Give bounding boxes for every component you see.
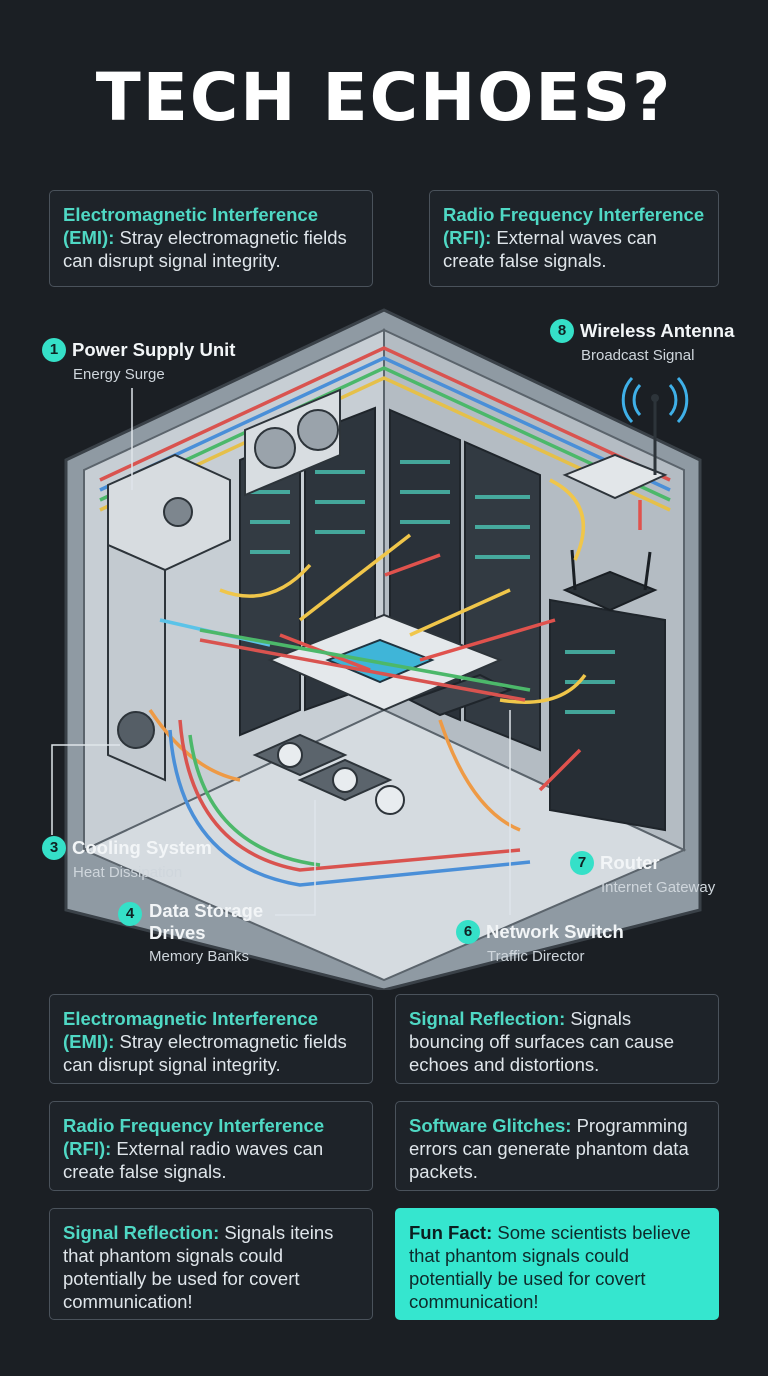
info-card-software-glitches: Software Glitches: Programming errors ca… bbox=[395, 1101, 719, 1191]
arrow-yellow bbox=[409, 588, 511, 637]
rack-4 bbox=[464, 440, 541, 752]
info-card-signal-reflection: Signal Reflection: Signals bouncing off … bbox=[395, 994, 719, 1084]
fun-fact-card: Fun Fact: Some scientists believe that p… bbox=[395, 1208, 719, 1320]
component-subtitle: Energy Surge bbox=[73, 366, 165, 383]
leader-lines bbox=[51, 388, 511, 916]
component-subtitle: Traffic Director bbox=[487, 948, 585, 965]
floor-cable-red bbox=[178, 719, 521, 872]
floor-cable-orange bbox=[438, 719, 521, 832]
label-power-supply-unit: 1 Power Supply Unit Energy Surge bbox=[42, 338, 235, 383]
arrow-red bbox=[538, 748, 582, 792]
floor-cable-green bbox=[188, 734, 321, 867]
info-card-emi-top: Electromagnetic Interference (EMI): Stra… bbox=[49, 190, 373, 287]
badge-number: 4 bbox=[118, 902, 142, 926]
card-heading: Signal Reflection: bbox=[409, 1008, 566, 1029]
badge-number: 6 bbox=[456, 920, 480, 944]
server-room-diagram: 1 Power Supply Unit Energy Surge 8 Wireles… bbox=[0, 290, 768, 990]
card-heading: Signal Reflection: bbox=[63, 1222, 220, 1243]
label-network-switch: 6 Network Switch Traffic Director bbox=[456, 920, 624, 965]
component-name: Cooling System bbox=[72, 837, 212, 858]
component-name: Network Switch bbox=[486, 921, 624, 942]
wireless-antenna-device bbox=[562, 394, 668, 500]
rack-leds bbox=[250, 460, 615, 714]
component-subtitle: Memory Banks bbox=[149, 948, 250, 965]
cable-red bbox=[99, 346, 671, 482]
component-subtitle: Broadcast Signal bbox=[581, 347, 695, 364]
card-heading: Radio Frequency Interference (RFI): bbox=[63, 1115, 325, 1159]
badge-number: 7 bbox=[570, 851, 594, 875]
cooling-tower bbox=[107, 543, 166, 782]
card-body: External waves can create false signals. bbox=[443, 227, 657, 271]
cable-green bbox=[99, 366, 671, 502]
component-subtitle: Internet Gateway bbox=[601, 879, 716, 896]
floor-cables bbox=[168, 719, 531, 887]
arrow-red bbox=[419, 618, 556, 662]
wifi-signal-icon bbox=[621, 376, 689, 424]
card-heading: Electromagnetic Interference (EMI): bbox=[63, 1008, 318, 1052]
card-body: Stray electromagnetic fields can disrupt… bbox=[63, 1031, 347, 1075]
component-subtitle: Heat Dissipation bbox=[73, 864, 183, 881]
card-heading: Radio Frequency Interference (RFI): bbox=[443, 204, 705, 248]
info-card-signal-reflection-2: Signal Reflection: Signals iteins that p… bbox=[49, 1208, 373, 1320]
component-name: Router bbox=[600, 852, 660, 873]
arrow-yellow bbox=[219, 563, 312, 598]
leader-cooling bbox=[51, 744, 120, 835]
info-card-rfi-top: Radio Frequency Interference (RFI): Exte… bbox=[429, 190, 719, 287]
arrow-yellow bbox=[499, 673, 587, 704]
info-card-rfi: Radio Frequency Interference (RFI): Exte… bbox=[49, 1101, 373, 1191]
card-body: External radio waves can create false si… bbox=[63, 1138, 324, 1182]
component-name: Wireless Antenna bbox=[580, 320, 735, 341]
leader-storage bbox=[275, 800, 316, 916]
component-name: Power Supply Unit bbox=[72, 339, 236, 360]
card-heading: Fun Fact: bbox=[409, 1222, 493, 1243]
cable-blue bbox=[99, 356, 671, 492]
ceiling-fan-unit bbox=[244, 388, 341, 497]
arrow-yellow bbox=[298, 533, 412, 622]
card-body: Programming errors can generate phantom … bbox=[409, 1115, 689, 1182]
page-title: TECH ECHOES? bbox=[95, 59, 673, 136]
arrow-green bbox=[199, 628, 531, 692]
badge-number: 3 bbox=[42, 836, 66, 860]
server-room-illustration bbox=[51, 308, 702, 990]
router-device bbox=[562, 549, 658, 612]
card-heading: Electromagnetic Interference (EMI): bbox=[63, 204, 318, 248]
storage-drives bbox=[252, 733, 405, 815]
label-wireless-antenna: 8 Wireless Antenna Broadcast Signal bbox=[550, 319, 734, 364]
badge-number: 1 bbox=[42, 338, 66, 362]
card-body: Signals bouncing off surfaces can cause … bbox=[409, 1008, 674, 1075]
card-heading: Software Glitches: bbox=[409, 1115, 572, 1136]
label-router: 7 Router Internet Gateway bbox=[570, 851, 715, 896]
card-body: Stray electromagnetic fields can disrupt… bbox=[63, 227, 347, 271]
component-name: Data Storage Drives bbox=[149, 900, 264, 943]
card-body: Some scientists believe that phantom sig… bbox=[409, 1222, 691, 1312]
arrow-red bbox=[199, 638, 526, 702]
arrow-red bbox=[384, 553, 441, 577]
arrow-yellow bbox=[549, 478, 586, 561]
floor-cable-blue bbox=[168, 729, 531, 887]
info-card-emi: Electromagnetic Interference (EMI): Stra… bbox=[49, 994, 373, 1084]
badge-number: 8 bbox=[550, 319, 574, 343]
label-cooling-system: 3 Cooling System Heat Dissipation bbox=[42, 836, 212, 881]
card-body: Signals iteins that phantom signals coul… bbox=[63, 1222, 334, 1312]
rack-5 bbox=[549, 598, 666, 832]
label-data-storage-drives: 4 Data Storage Drives Memory Banks bbox=[118, 900, 278, 965]
network-switch bbox=[407, 673, 513, 717]
